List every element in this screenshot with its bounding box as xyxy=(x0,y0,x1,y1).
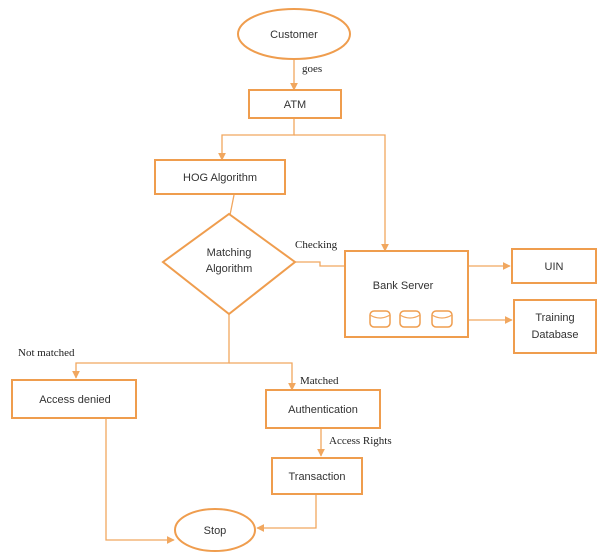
training-database-label-line2: Database xyxy=(531,329,578,341)
transaction-label: Transaction xyxy=(288,471,345,483)
edge-branch-authentication xyxy=(229,362,296,391)
uin-label: UIN xyxy=(545,261,564,273)
matching-algorithm-node xyxy=(161,212,297,316)
checking-label: Checking xyxy=(295,239,338,251)
not-matched-label: Not matched xyxy=(18,347,75,359)
edge-accessdenied-stop xyxy=(105,418,175,544)
authentication-node xyxy=(265,389,381,429)
access-rights-label: Access Rights xyxy=(329,435,392,447)
database-icon-1 xyxy=(369,310,391,328)
customer-label: Customer xyxy=(270,29,318,41)
customer-node xyxy=(237,8,351,60)
atm-label: ATM xyxy=(284,99,306,111)
bank-server-label: Bank Server xyxy=(373,280,434,292)
edge-matching-branch xyxy=(72,314,230,379)
edge-transaction-stop xyxy=(256,494,317,532)
uin-node xyxy=(511,248,597,284)
matching-algorithm-label-line2: Algorithm xyxy=(206,263,252,275)
access-denied-node xyxy=(11,379,137,419)
goes-label: goes xyxy=(302,63,322,75)
database-icon-3 xyxy=(431,310,453,328)
authentication-label: Authentication xyxy=(288,404,358,416)
stop-node xyxy=(174,508,256,552)
edge-atm-bankserver xyxy=(294,134,389,252)
edge-matching-bankserver xyxy=(295,261,345,267)
hog-algorithm-label: HOG Algorithm xyxy=(183,172,257,184)
edge-hog-matching xyxy=(229,194,235,216)
database-icon-2 xyxy=(399,310,421,328)
hog-algorithm-node xyxy=(154,159,286,195)
matched-label: Matched xyxy=(300,375,339,387)
training-database-label-line1: Training xyxy=(535,312,574,324)
training-database-node xyxy=(513,299,597,354)
transaction-node xyxy=(271,457,363,495)
stop-label: Stop xyxy=(204,525,227,537)
atm-node xyxy=(248,89,342,119)
edge-atm-hog xyxy=(218,118,295,161)
matching-algorithm-label-line1: Matching xyxy=(207,247,252,259)
access-denied-label: Access denied xyxy=(39,394,111,406)
